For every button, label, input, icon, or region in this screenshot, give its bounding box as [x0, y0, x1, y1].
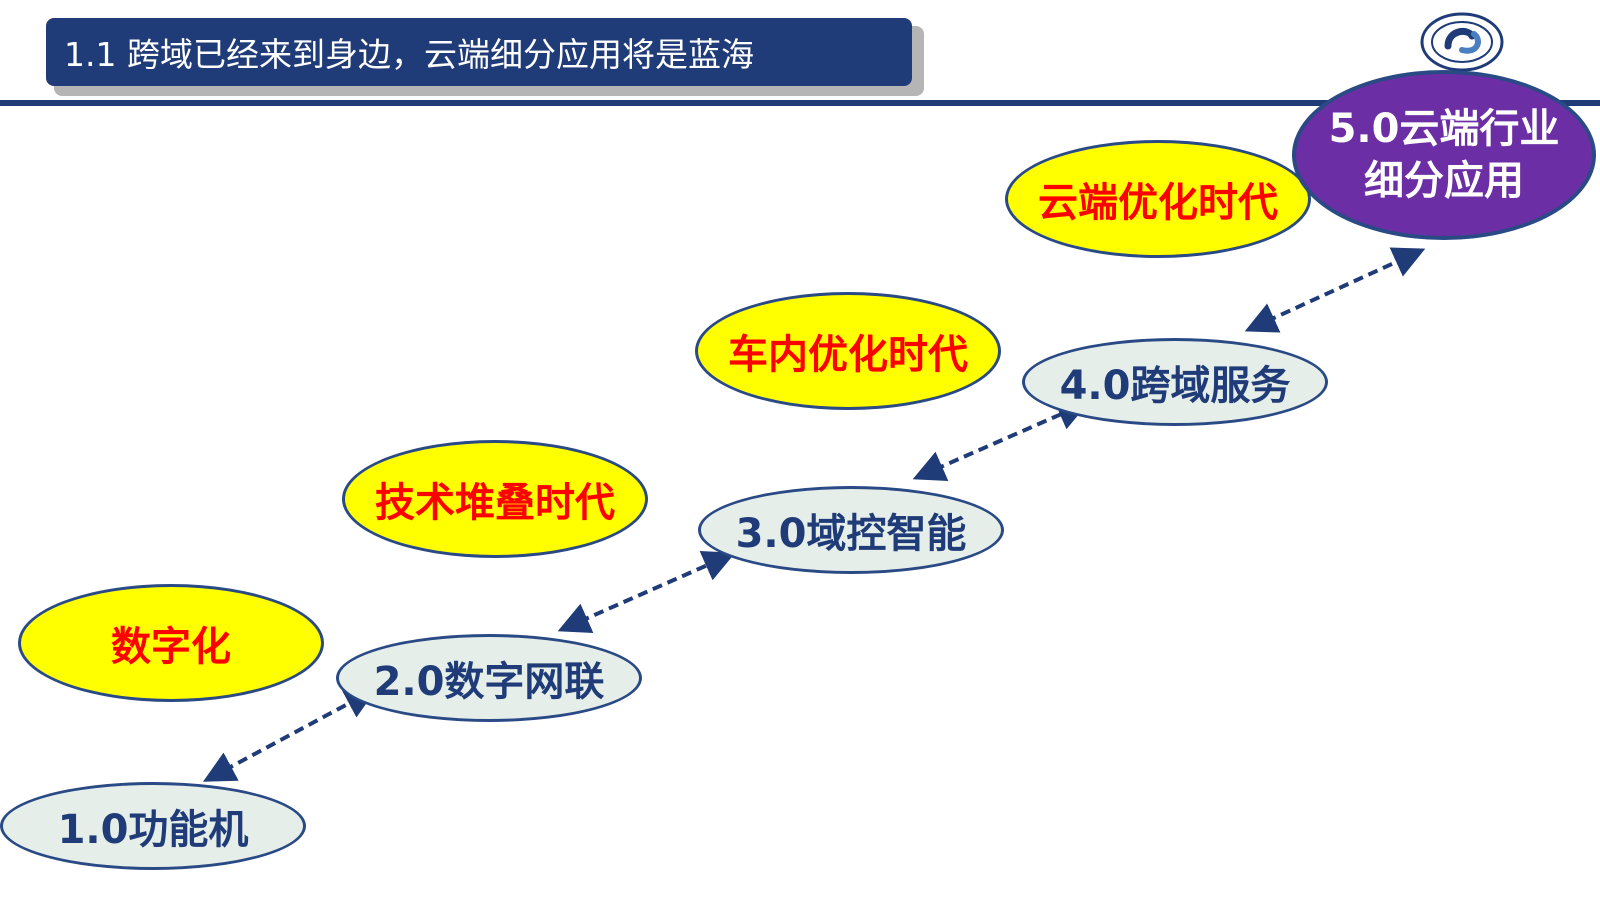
stage-2-digital-connectivity: 2.0数字网联	[336, 634, 642, 722]
connector-1-2	[202, 688, 378, 782]
stage-5-label-line1: 5.0云端行业	[1328, 106, 1560, 152]
era-cloud-optimization: 云端优化时代	[1005, 140, 1311, 258]
era-digitalization-label: 数字化	[111, 624, 231, 670]
stage-1-label: 1.0功能机	[57, 807, 249, 853]
stage-1-feature-phone: 1.0功能机	[0, 782, 306, 870]
era-in-vehicle-optimization: 车内优化时代	[695, 292, 1001, 410]
header-divider	[0, 100, 1600, 106]
stage-3-domain-control: 3.0域控智能	[698, 486, 1004, 574]
stage-5-cloud-industry-apps: 5.0云端行业 细分应用	[1292, 70, 1596, 240]
era-tech-stacking-label: 技术堆叠时代	[375, 480, 615, 526]
stage-3-label: 3.0域控智能	[735, 511, 967, 557]
era-tech-stacking: 技术堆叠时代	[342, 440, 648, 558]
connector-2-3	[557, 551, 736, 633]
stage-5-label-line2: 细分应用	[1363, 158, 1524, 204]
page-title-text: 1.1 跨域已经来到身边，云端细分应用将是蓝海	[64, 35, 754, 74]
stage-4-label: 4.0跨域服务	[1059, 363, 1291, 409]
era-cloud-optimization-label: 云端优化时代	[1038, 180, 1278, 226]
era-digitalization: 数字化	[18, 584, 324, 702]
connector-3-4	[912, 399, 1090, 482]
stage-2-label: 2.0数字网联	[373, 659, 605, 705]
era-in-vehicle-optimization-label: 车内优化时代	[728, 332, 968, 378]
university-seal-icon	[1420, 12, 1504, 72]
connector-4-5	[1244, 247, 1426, 333]
page-title: 1.1 跨域已经来到身边，云端细分应用将是蓝海	[46, 18, 912, 86]
stage-4-cross-domain-service: 4.0跨域服务	[1022, 338, 1328, 426]
